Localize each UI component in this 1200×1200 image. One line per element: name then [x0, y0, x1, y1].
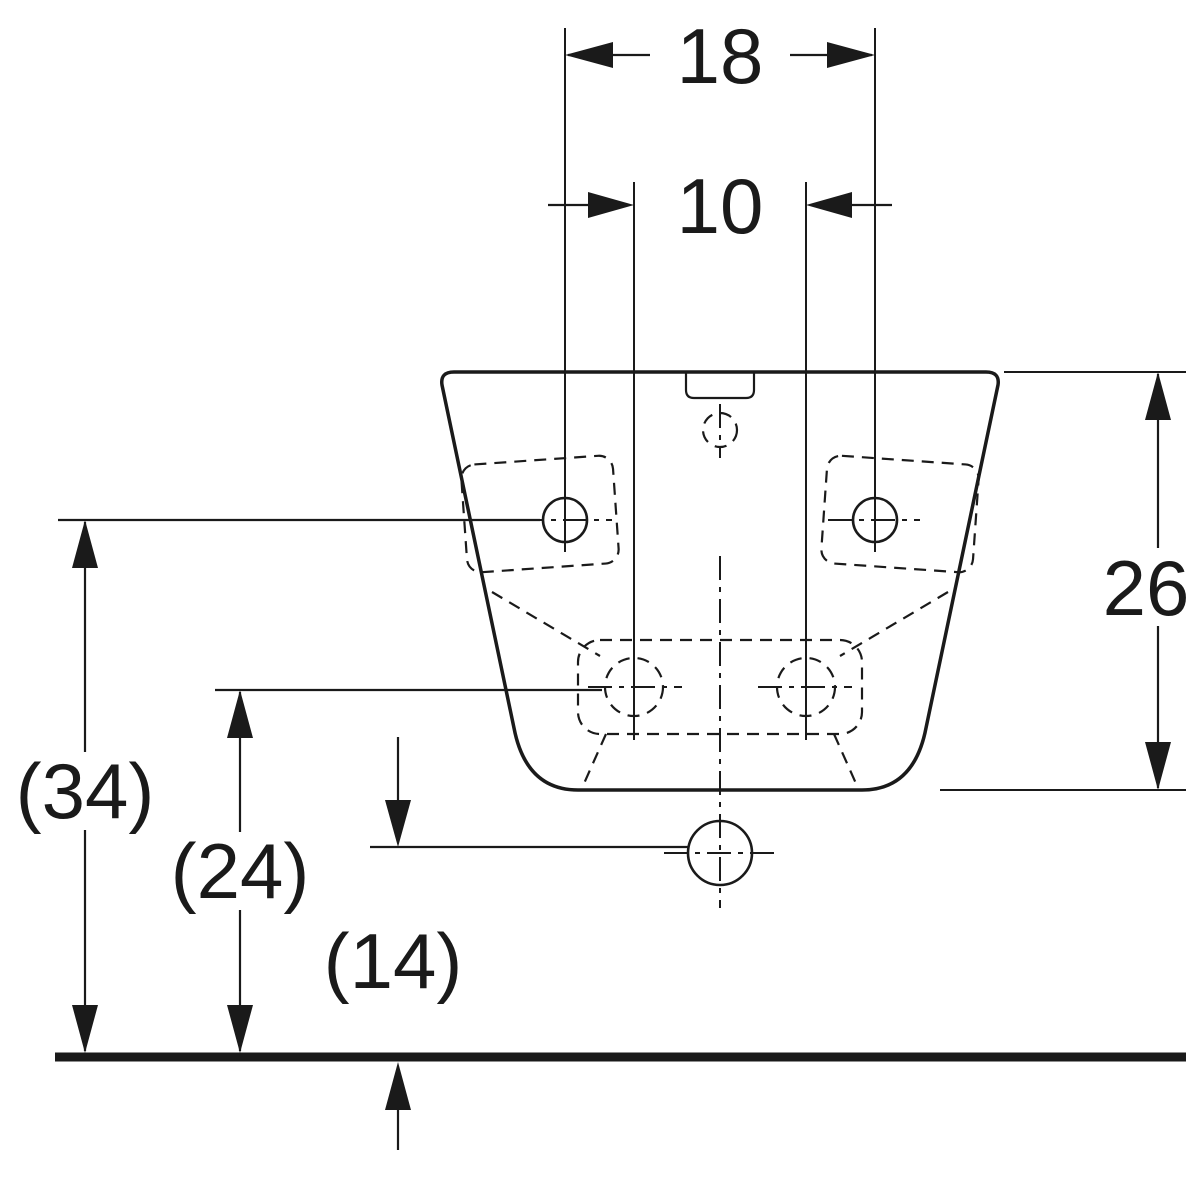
body-outline	[440, 370, 1000, 792]
dim-24-arrow-top	[227, 690, 253, 738]
dim-34-arrow-bottom	[72, 1005, 98, 1053]
dimension-24: (24)	[171, 688, 602, 1053]
mount-pocket-right	[820, 454, 980, 574]
dim-10-arrow-left	[588, 192, 634, 218]
dim-14-label: (14)	[324, 917, 463, 1005]
dim-10-label: 10	[677, 162, 764, 250]
overflow-slot	[684, 372, 756, 400]
dim-26-label: 26	[1103, 544, 1190, 632]
bracket-leg-left	[580, 733, 608, 789]
internal-line-left	[491, 591, 601, 657]
mount-pocket-left	[460, 454, 620, 574]
internal-line-right	[839, 591, 949, 657]
dimension-26: 26	[940, 371, 1190, 791]
dimension-14: (14)	[324, 737, 688, 1150]
bracket-leg-right	[832, 733, 860, 789]
dimension-34: (34)	[16, 518, 540, 1053]
dim-14-arrow-top	[385, 800, 411, 847]
dim-18-arrow-right	[827, 42, 875, 68]
bidet-body	[440, 370, 1000, 908]
dimension-18: 18	[564, 12, 876, 552]
dim-26-arrow-bottom	[1145, 742, 1171, 790]
dim-10-arrow-right	[806, 192, 852, 218]
dim-14-arrow-bottom	[385, 1062, 411, 1110]
dim-18-arrow-left	[565, 42, 613, 68]
dim-24-label: (24)	[171, 827, 310, 915]
dimension-10: 10	[548, 162, 892, 740]
bracket-outline	[576, 638, 864, 736]
dim-18-label: 18	[677, 12, 764, 100]
dim-26-arrow-top	[1145, 372, 1171, 420]
dim-34-arrow-top	[72, 520, 98, 568]
dim-24-arrow-bottom	[227, 1005, 253, 1053]
dim-34-label: (34)	[16, 747, 155, 835]
